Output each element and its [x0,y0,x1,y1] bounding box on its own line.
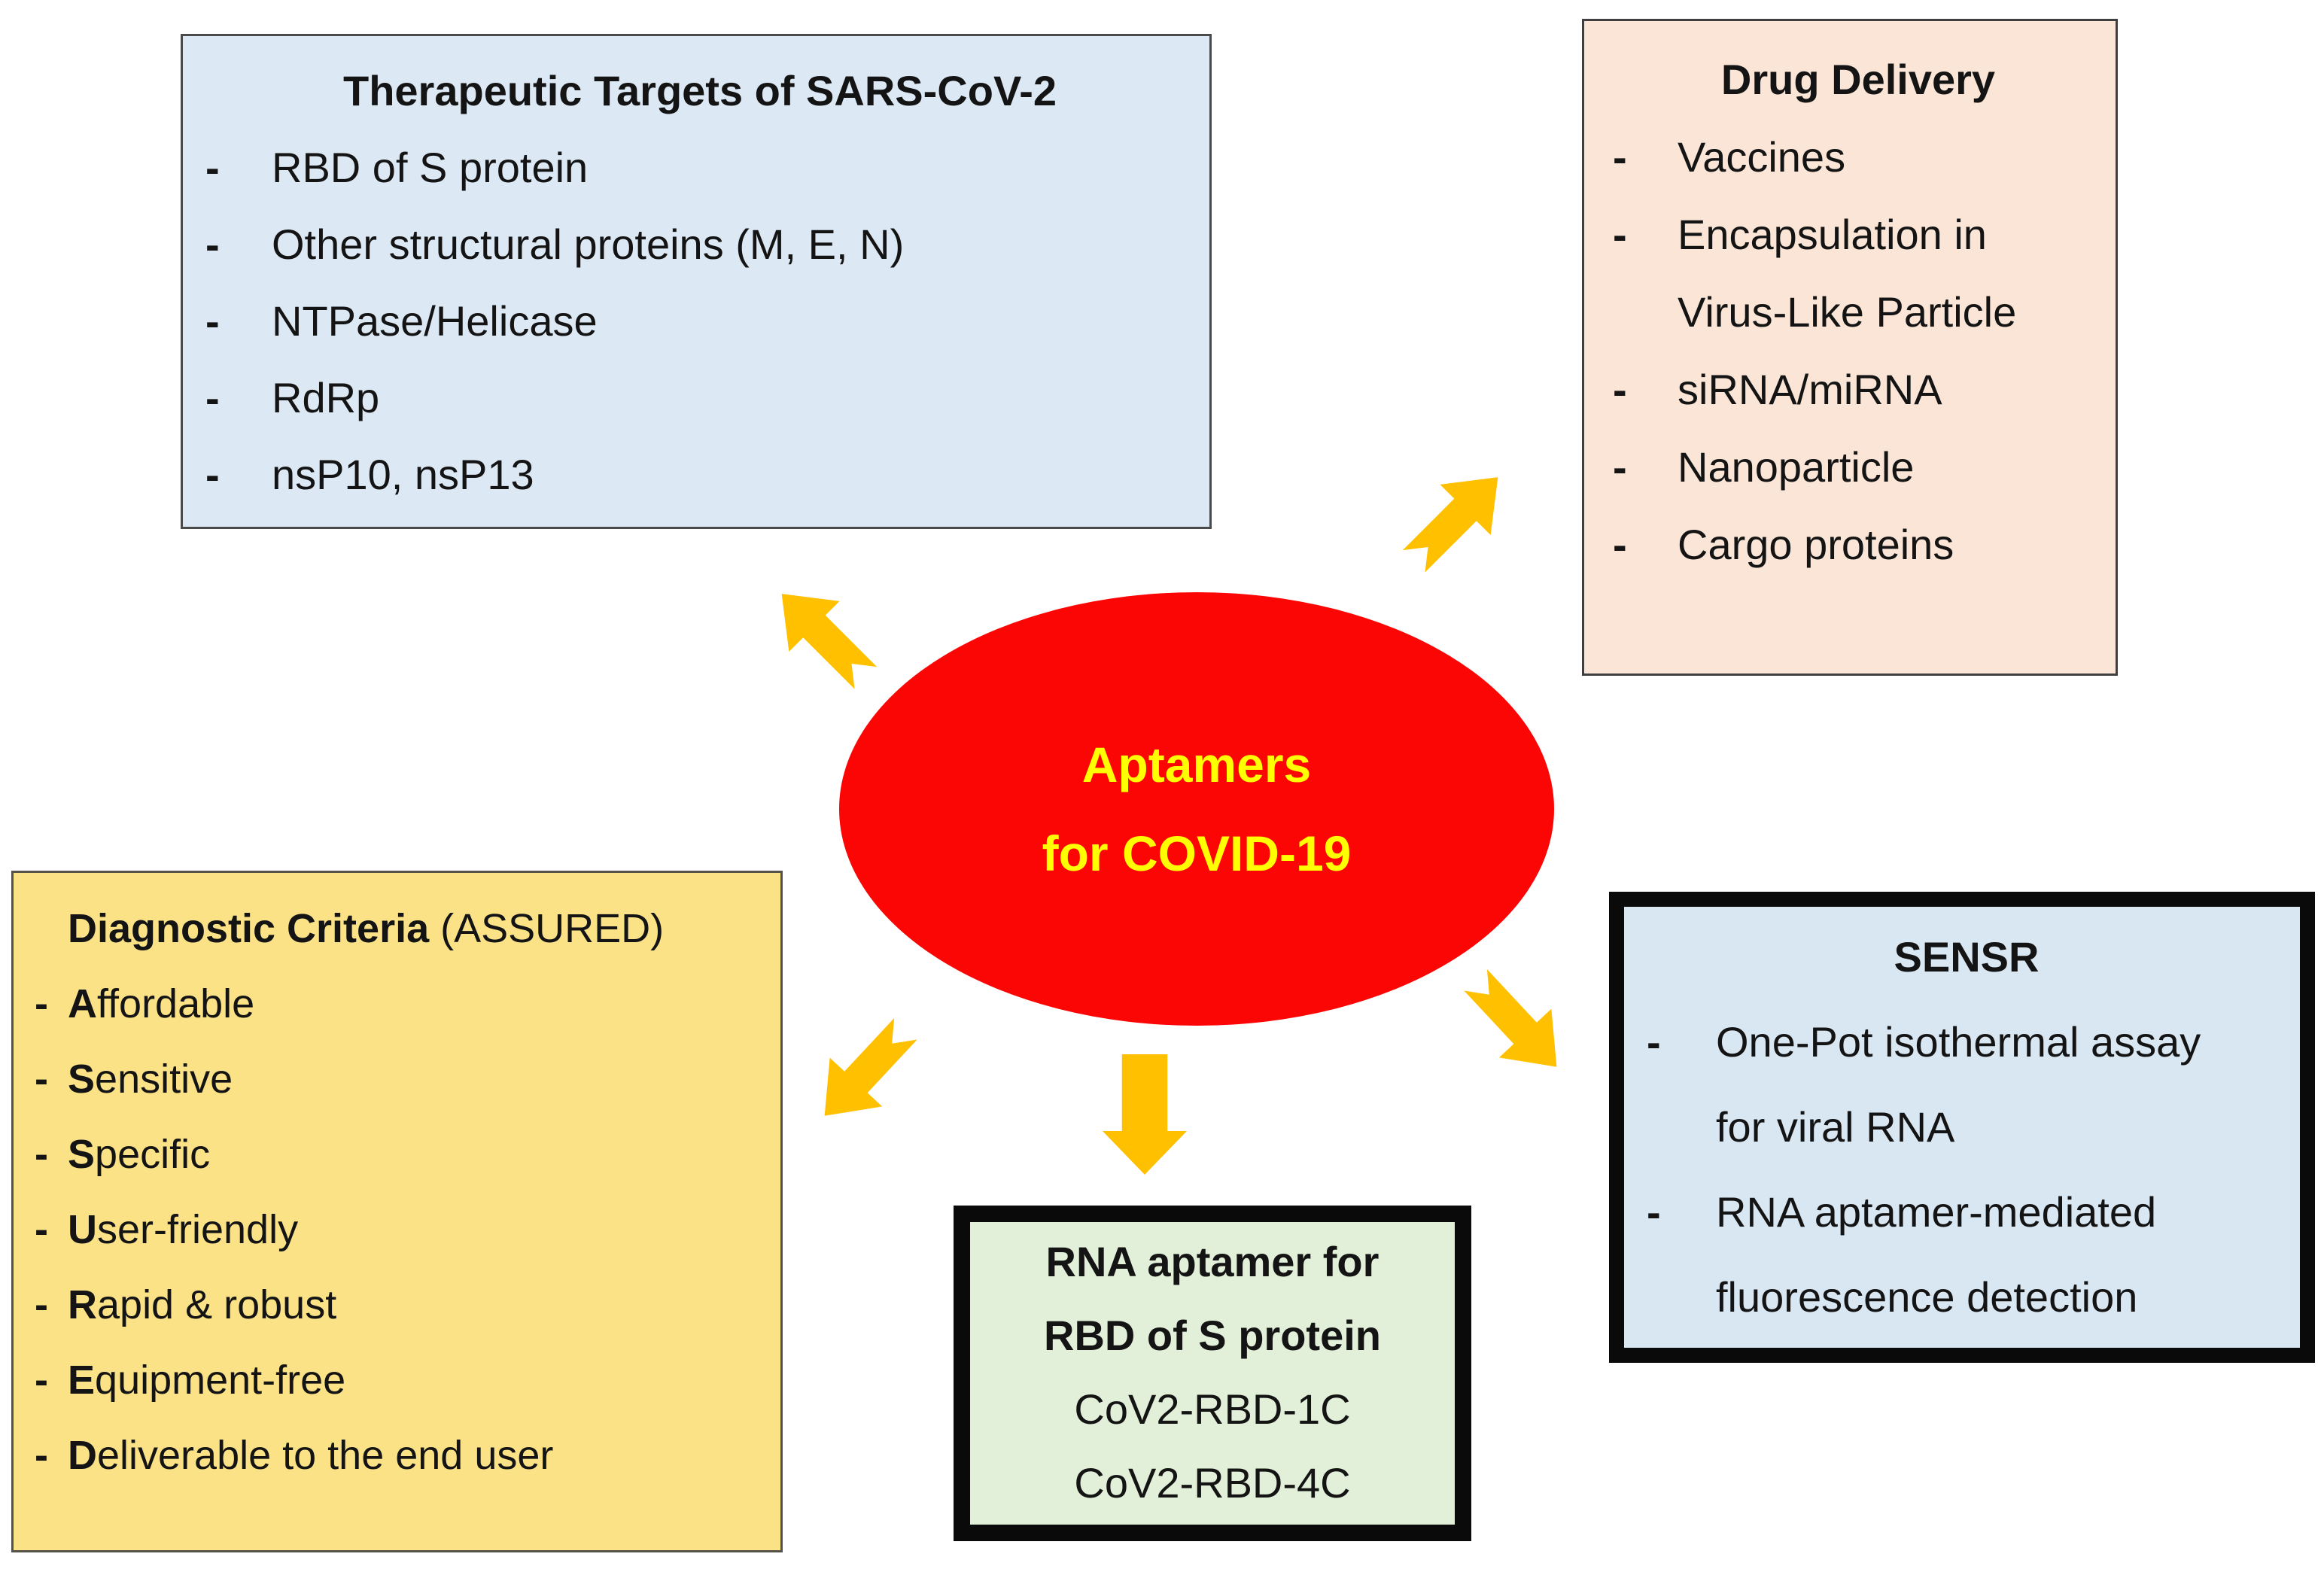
list-item: - One-Pot isothermal assay for viral RNA [1647,999,2286,1169]
list-item-text: Deliverable to the end user [68,1433,554,1478]
arrow-down-right-icon [1449,956,1583,1091]
list-item-text: RBD of S protein [272,144,589,191]
dash-bullet: - [205,374,220,421]
therapeutic-targets-box: Therapeutic Targets of SARS-CoV-2 - RBD o… [181,34,1212,529]
dash-bullet: - [35,1358,48,1403]
dash-bullet: - [1613,211,1627,258]
list-item-text: CoV2-RBD-4C [1074,1459,1351,1507]
dash-bullet: - [1613,133,1627,181]
list-item-text: RdRp [272,374,380,421]
dash-bullet: - [35,1057,48,1102]
list-item-text: Encapsulation in Virus-Like Particle [1678,211,2017,336]
sensr-box: SENSR - One-Pot isothermal assay for vira… [1609,892,2315,1363]
arrow-up-right-icon [1389,452,1523,587]
sensr-title: SENSR [1894,933,2040,981]
list-item-text: CoV2-RBD-1C [1074,1385,1351,1433]
list-item-text: Nanoparticle [1678,443,1915,491]
list-item: -Equipment-free [35,1342,769,1418]
therapeutic-targets-title: Therapeutic Targets of SARS-CoV-2 [342,67,1057,114]
list-item: -Sensitive [35,1041,769,1117]
diagnostic-criteria-list: -Affordable-Sensitive-Specific-User-frie… [35,966,769,1493]
therapeutic-targets-list: - RBD of S protein - Other structural prote… [205,129,1194,513]
list-item: - RNA aptamer-mediated fluorescence detec… [1647,1169,2286,1339]
list-item: -Specific [35,1117,769,1192]
diagnostic-criteria-title: Diagnostic Criteria (ASSURED) [68,891,769,966]
dash-bullet: - [205,220,220,268]
list-item-text: User-friendly [68,1207,299,1252]
list-item: CoV2-RBD-4C [970,1446,1455,1520]
list-item: - Other structural proteins (M, E, N) [205,206,1194,283]
rna-aptamer-title-line1: RNA aptamer for [1045,1238,1379,1285]
list-item: - Encapsulation in Virus-Like Particle [1613,196,2103,351]
dash-bullet: - [1613,521,1627,568]
dash-bullet: - [205,297,220,345]
list-item: - NTPase/Helicase [205,283,1194,360]
list-item-text: siRNA/miRNA [1678,366,1942,413]
dash-bullet: - [1613,443,1627,491]
dash-bullet: - [1647,1018,1661,1066]
arrow-down-icon [1103,1054,1187,1175]
list-item-text: RNA aptamer-mediated fluorescence detect… [1716,1188,2157,1321]
list-item: -Rapid & robust [35,1267,769,1342]
rna-aptamer-title-line2: RBD of S protein [1044,1312,1381,1359]
list-item-text: Cargo proteins [1678,521,1954,568]
list-item-text: Specific [68,1132,211,1177]
drug-delivery-list: - Vaccines - Encapsulation in Virus-Like Pa… [1613,118,2103,583]
ellipse-text-line2: for COVID-19 [1042,826,1352,881]
aptamers-for-covid19-ellipse: Aptamers for COVID-19 [839,592,1554,1026]
list-item: - RdRp [205,360,1194,436]
arrow-down-left-icon [798,1005,932,1140]
diagnostic-criteria-box: Diagnostic Criteria (ASSURED) -Affordabl… [11,871,783,1552]
list-item: -Deliverable to the end user [35,1418,769,1493]
sensr-list: -One-Pot isothermal assay for viral RNA-… [1647,999,2286,1339]
list-item-text: Equipment-free [68,1358,346,1403]
dash-bullet: - [35,1207,48,1252]
list-item-text: NTPase/Helicase [272,297,598,345]
list-item-text: nsP10, nsP13 [272,451,534,498]
list-item: - Cargo proteins [1613,506,2103,583]
list-item-text: Sensitive [68,1057,233,1102]
list-item: CoV2-RBD-1C [970,1373,1455,1446]
ellipse-text-line1: Aptamers [1081,737,1312,792]
list-item: - siRNA/miRNA [1613,351,2103,428]
dash-bullet: - [35,981,48,1026]
diagnostic-criteria-title-main: Diagnostic Criteria [68,906,430,951]
dash-bullet: - [35,1282,48,1327]
list-item: - RBD of S protein [205,129,1194,206]
dash-bullet: - [205,451,220,498]
dash-bullet: - [35,1433,48,1478]
list-item-text: Other structural proteins (M, E, N) [272,220,905,268]
dash-bullet: - [1613,366,1627,413]
dash-bullet: - [205,144,220,191]
arrow-up-left-icon [756,569,891,704]
rna-aptamer-box: RNA aptamer for RBD of S protein CoV2-RB… [954,1206,1471,1541]
rna-aptamer-list: CoV2-RBD-1C CoV2-RBD-4C [970,1373,1455,1520]
list-item-text: Rapid & robust [68,1282,337,1327]
list-item: - nsP10, nsP13 [205,436,1194,513]
dash-bullet: - [1647,1188,1661,1236]
list-item: - Vaccines [1613,118,2103,196]
list-item-text: Affordable [68,981,255,1026]
diagnostic-criteria-title-suffix: (ASSURED) [429,906,665,951]
list-item-text: Vaccines [1678,133,1846,181]
list-item: - Nanoparticle [1613,428,2103,506]
drug-delivery-title: Drug Delivery [1720,56,1996,103]
drug-delivery-box: Drug Delivery - Vaccines - Encapsulation in… [1582,19,2118,676]
list-item: -Affordable [35,966,769,1041]
list-item-text: One-Pot isothermal assay for viral RNA [1716,1018,2201,1151]
list-item: -User-friendly [35,1192,769,1267]
dash-bullet: - [35,1132,48,1177]
